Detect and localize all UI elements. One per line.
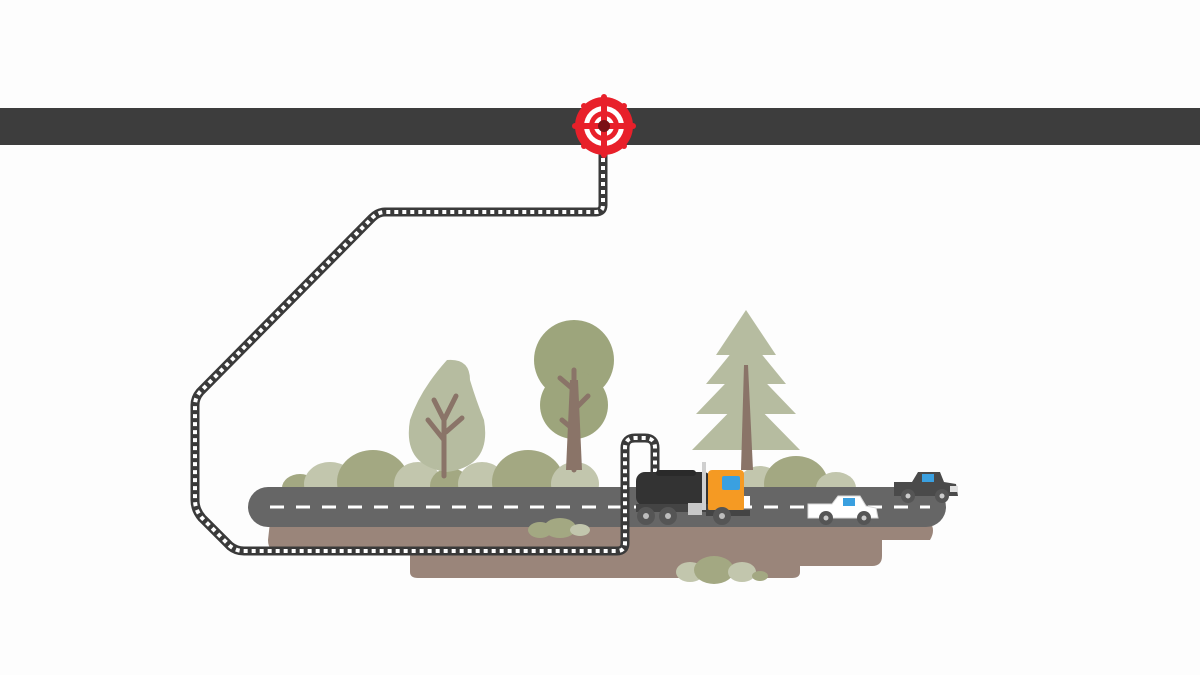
tree-pine bbox=[692, 310, 800, 470]
tanker-truck-icon bbox=[636, 462, 750, 525]
hose bbox=[190, 145, 660, 556]
tree-left bbox=[408, 359, 486, 479]
front-bushes bbox=[528, 518, 768, 584]
pickup-truck-icon bbox=[807, 495, 879, 525]
valve-wheel-icon bbox=[572, 94, 636, 158]
tree-center bbox=[534, 320, 614, 473]
dark-pickup-truck-icon bbox=[894, 472, 958, 503]
